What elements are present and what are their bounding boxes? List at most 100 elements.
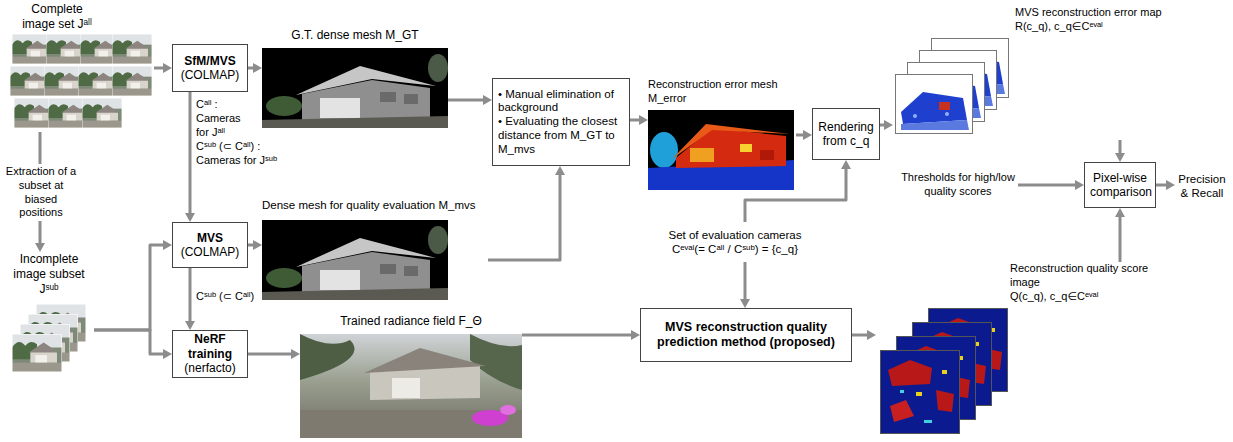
radiance-image: Trained radiance field F_Θ	[300, 314, 522, 440]
method-box: MVS reconstruction quality prediction me…	[640, 308, 852, 362]
arrow-head	[483, 95, 492, 105]
heading: MVS reconstruction error mapR(c_q), c_q∈…	[893, 6, 1173, 34]
process-box: Rendering from c_q	[812, 108, 880, 160]
node-text: Rendering from c_q	[818, 120, 874, 149]
connector	[154, 63, 172, 73]
arrow-head	[1115, 208, 1125, 217]
connector-line	[488, 173, 560, 260]
connector-line	[189, 268, 192, 323]
arrow-head	[803, 130, 812, 140]
error-mesh-image: Reconstruction error mesh M_error	[648, 78, 796, 192]
node-heading: Q(c_q), c_q∈Cᵉᵛᵃˡ	[1010, 290, 1172, 304]
node-heading: R(c_q), c_q∈Cᵉᵛᵃˡ	[1015, 20, 1173, 34]
node-text: MVS reconstruction quality prediction me…	[646, 320, 846, 350]
node-text: • Evaluating the closest distance from M…	[498, 115, 624, 156]
process-box: MVS(COLMAP)	[172, 222, 248, 268]
connector	[1115, 140, 1125, 162]
connector-line	[189, 92, 192, 215]
connector	[488, 166, 565, 260]
image-stack: Reconstruction quality score imageQ(c_q)…	[876, 262, 1172, 438]
node-heading: Complete image set Jᵃˡˡ	[18, 2, 96, 32]
connector	[880, 120, 893, 130]
connector-line	[448, 99, 485, 102]
arrow-head	[163, 63, 172, 73]
node-heading: Reconstruction quality score image	[1010, 262, 1172, 290]
node-text: Thresholds for high/low quality scores	[898, 171, 1018, 199]
node-heading: Reconstruction error mesh M_error	[648, 78, 796, 106]
mesh-image: Dense mesh for quality evaluation M_mvs	[262, 198, 488, 302]
edge-label: Cˢᵘᵇ (⊂ Cᵃˡˡ) : Cameras for Jˢᵘᵇ	[196, 140, 280, 168]
process-box: Pixel-wise comparison	[1084, 162, 1156, 208]
connector-line	[1119, 215, 1122, 262]
node-text: • Manual elimination of background	[498, 88, 624, 116]
arrow-head	[1166, 180, 1175, 190]
arrow-head	[884, 120, 893, 130]
connector	[94, 330, 172, 359]
node-heading: Incomplete image subset Jˢᵘᵇ	[4, 252, 94, 297]
connector	[185, 268, 195, 330]
image-stack: MVS reconstruction error mapR(c_q), c_q∈…	[893, 6, 1173, 140]
image-set: Incomplete image subset Jˢᵘᵇ	[4, 252, 94, 382]
connector-line	[94, 330, 165, 354]
node-text: Pixel-wise comparison	[1090, 171, 1150, 200]
arrow-head	[35, 243, 45, 252]
arrow-head	[631, 330, 640, 340]
connector-line	[248, 353, 293, 356]
arrow-head	[185, 213, 195, 222]
arrow-head	[185, 321, 195, 330]
connector	[796, 130, 812, 140]
input-text: Thresholds for high/low quality scores	[898, 168, 1018, 202]
connector	[248, 240, 262, 250]
node-text: (COLMAP)	[178, 245, 242, 259]
connector	[630, 115, 648, 125]
process-box: • Manual elimination of background• Eval…	[492, 78, 630, 166]
connector-line	[1018, 184, 1077, 187]
connector	[1115, 208, 1125, 262]
connector	[248, 349, 300, 359]
heading: G.T. dense mesh M_GT	[262, 28, 448, 43]
arrow-head	[867, 330, 876, 340]
arrow-head	[1115, 153, 1125, 162]
connector	[522, 330, 640, 340]
node-text: (COLMAP)	[178, 68, 242, 82]
node-text: MVS	[178, 231, 242, 245]
heading: Dense mesh for quality evaluation M_mvs	[262, 198, 488, 212]
arrow-head	[163, 349, 172, 359]
node-text: Set of evaluation cameras	[640, 228, 830, 242]
arrow-head	[639, 115, 648, 125]
arrow-head	[291, 349, 300, 359]
connector	[94, 240, 172, 330]
node-heading: Dense mesh for quality evaluation M_mvs	[262, 198, 488, 212]
node-text: Cᵉᵛᵃˡ(= Cᵃˡˡ / Cˢᵘᵇ) = {c_q}	[640, 242, 830, 256]
arrow-head	[253, 63, 262, 73]
process-box: NeRF training(nerfacto)	[172, 330, 248, 378]
connector	[1156, 180, 1175, 190]
node-heading: Trained radiance field F_Θ	[300, 314, 522, 329]
node-text: Precision & Recall	[1175, 172, 1229, 201]
node-text: NeRF training	[178, 332, 242, 361]
connector	[448, 95, 492, 105]
node-text: (nerfacto)	[178, 361, 242, 375]
connector-line	[522, 334, 633, 337]
output-text: Precision & Recall	[1175, 170, 1229, 202]
node-heading: MVS reconstruction error map	[1015, 6, 1173, 20]
connector-line	[745, 167, 846, 222]
arrow-head	[1075, 180, 1084, 190]
image-set: Complete image set Jᵃˡˡ	[8, 2, 154, 132]
input-text: Set of evaluation camerasCᵉᵛᵃˡ(= Cᵃˡˡ / …	[640, 222, 830, 262]
edge-label: Extraction of a subset at biased positio…	[2, 164, 80, 221]
connector	[852, 330, 876, 340]
connector	[745, 160, 851, 222]
heading: Reconstruction error mesh M_error	[648, 78, 796, 106]
heading: Trained radiance field F_Θ	[300, 314, 522, 329]
heading: Complete image set Jᵃˡˡ	[8, 2, 96, 32]
connector	[185, 92, 195, 222]
connector-line	[744, 262, 747, 301]
mesh-image: G.T. dense mesh M_GT	[262, 28, 448, 130]
heading: Incomplete image subset Jˢᵘᵇ	[4, 252, 94, 297]
connector-line	[94, 245, 165, 330]
edge-label: Cˢᵘᵇ (⊂ Cᵃˡˡ)	[196, 290, 286, 304]
arrow-head	[555, 166, 565, 175]
connector-line	[1119, 140, 1122, 155]
